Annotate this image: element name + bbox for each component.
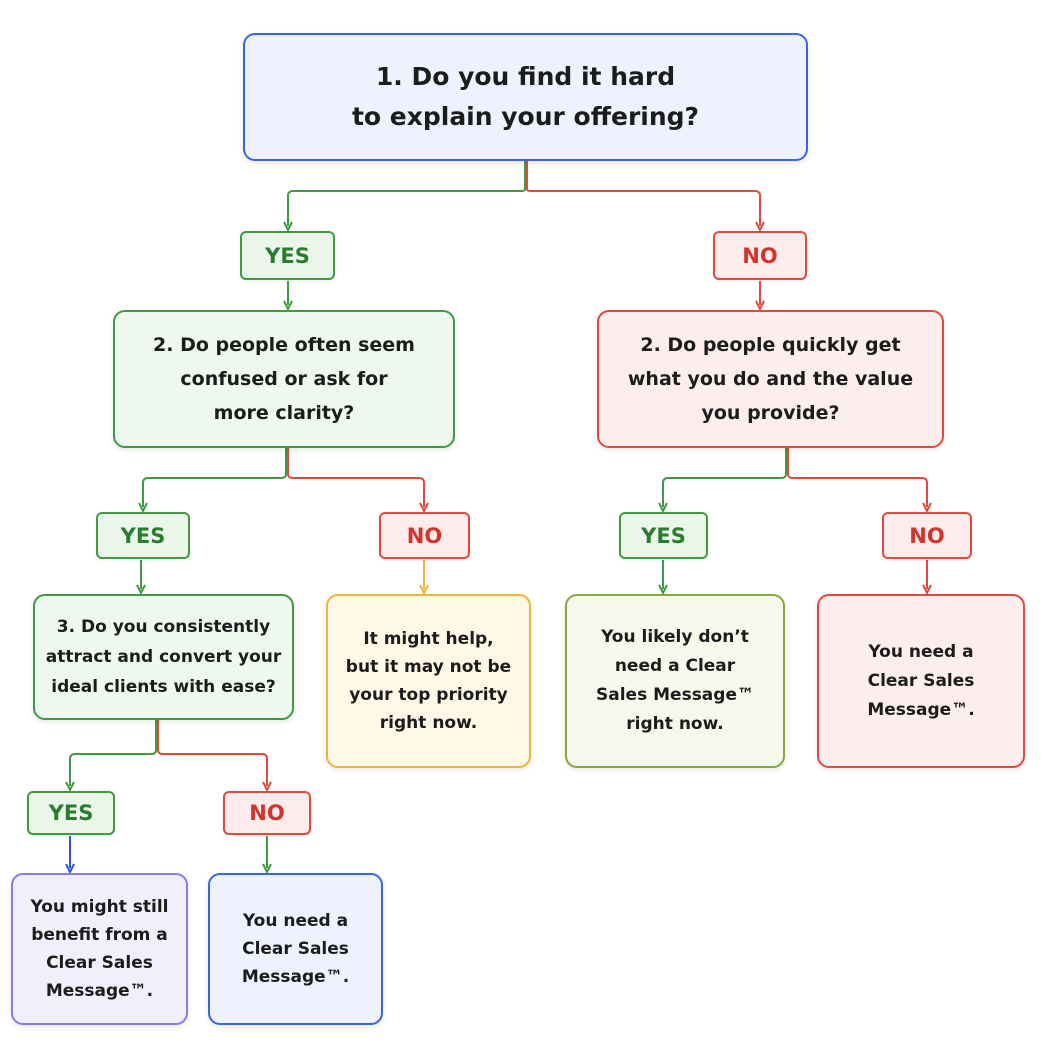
q1-no-label: NO <box>742 243 778 268</box>
q3-yes-badge: YES <box>27 791 115 835</box>
question-3-box: 3. Do you consistently attract and conve… <box>33 594 294 720</box>
connector-q2-right-to-yes <box>663 448 787 507</box>
q3-no-badge: NO <box>223 791 311 835</box>
outcome-need-bottom-text: You need a Clear Sales Message™. <box>241 911 350 987</box>
outcome-might-help-text: It might help, but it may not be your to… <box>345 629 512 733</box>
connector-q2-left-to-no <box>287 448 424 507</box>
outcome-likely-dont-box: You likely don’t need a Clear Sales Mess… <box>565 594 785 768</box>
outcome-might-benefit-box: You might still benefit from a Clear Sal… <box>11 873 188 1025</box>
connector-q3-to-no <box>157 720 267 786</box>
connector-q1-to-yes <box>288 161 526 226</box>
question-1-box: 1. Do you find it hard to explain your o… <box>243 33 808 161</box>
question-2-right-box: 2. Do people quickly get what you do and… <box>597 310 944 448</box>
outcome-need-right-box: You need a Clear Sales Message™. <box>817 594 1025 768</box>
outcome-might-benefit-text: You might still benefit from a Clear Sal… <box>30 897 169 1001</box>
q2-right-yes-badge: YES <box>619 512 708 559</box>
q2-left-no-badge: NO <box>379 512 470 559</box>
connector-q2-right-to-no <box>787 448 927 507</box>
outcome-likely-dont-text: You likely don’t need a Clear Sales Mess… <box>596 627 754 734</box>
outcome-need-right-text: You need a Clear Sales Message™. <box>867 641 975 720</box>
q2-right-no-badge: NO <box>882 512 972 559</box>
q3-no-label: NO <box>249 801 285 825</box>
q1-yes-label: YES <box>265 243 310 268</box>
q1-yes-badge: YES <box>240 231 335 280</box>
question-3-text: 3. Do you consistently attract and conve… <box>45 617 282 697</box>
q2-left-yes-label: YES <box>120 523 166 548</box>
q2-left-yes-badge: YES <box>96 512 190 559</box>
outcome-need-bottom-box: You need a Clear Sales Message™. <box>208 873 383 1025</box>
question-2-left-text: 2. Do people often seem confused or ask … <box>153 334 415 424</box>
q2-right-yes-label: YES <box>641 523 686 548</box>
question-1-text: 1. Do you find it hard to explain your o… <box>351 62 700 131</box>
q2-left-no-label: NO <box>406 523 443 548</box>
q1-no-badge: NO <box>713 231 807 280</box>
question-2-left-box: 2. Do people often seem confused or ask … <box>113 310 455 448</box>
connector-q1-to-no <box>526 161 760 226</box>
q2-right-no-label: NO <box>909 523 945 548</box>
outcome-might-help-box: It might help, but it may not be your to… <box>326 594 531 768</box>
q3-yes-label: YES <box>48 801 94 825</box>
connector-q3-to-yes <box>70 720 157 786</box>
connector-q2-left-to-yes <box>143 448 287 507</box>
question-2-right-text: 2. Do people quickly get what you do and… <box>627 334 914 424</box>
